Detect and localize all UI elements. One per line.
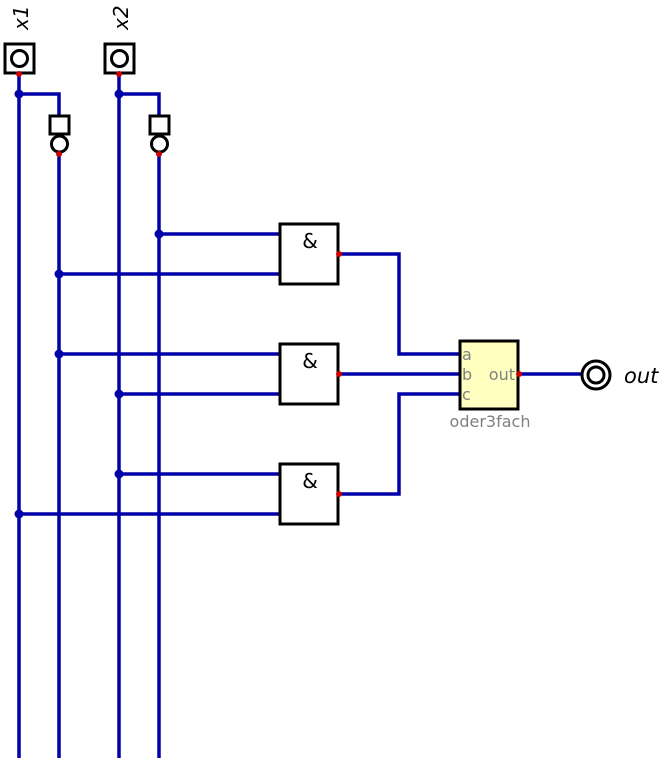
- subcircuit-name: oder3fach: [450, 412, 531, 431]
- output-outer-ring[interactable]: [580, 359, 612, 391]
- inverter-out-pin: [156, 151, 162, 157]
- subcircuit-pin-c-label: c: [462, 385, 471, 404]
- subcircuit-pin-out-label: out: [489, 365, 515, 384]
- and-gate-body[interactable]: [278, 342, 340, 406]
- and-gate-symbol: &: [302, 469, 318, 493]
- junction-dot: [114, 89, 124, 99]
- inverter-body: [148, 114, 171, 136]
- junction-dot: [14, 89, 24, 99]
- inverter-body: [48, 114, 71, 136]
- junction-dot: [114, 469, 124, 479]
- subcircuit-pin-b-label: b: [462, 365, 472, 384]
- junctions: [14, 89, 164, 519]
- wires: [17, 74, 583, 758]
- subcircuit-oder3fach[interactable]: a b c out oder3fach: [450, 339, 531, 431]
- and-gate-1[interactable]: &: [278, 222, 342, 286]
- wire-x2-to-inverter[interactable]: [119, 92, 161, 116]
- and-gate-2[interactable]: &: [278, 342, 342, 406]
- output-label: out: [624, 364, 659, 388]
- input-x2-box[interactable]: [103, 42, 136, 75]
- and-gate-out-pin: [336, 251, 342, 257]
- wire-gate1-to-a[interactable]: [339, 252, 460, 356]
- junction-dot: [114, 389, 124, 399]
- junction-dot: [14, 509, 24, 519]
- input-x2-ring: [110, 49, 129, 68]
- and-gate-3[interactable]: &: [278, 462, 342, 526]
- input-x1-box[interactable]: [3, 42, 36, 75]
- and-gate-body[interactable]: [278, 222, 340, 286]
- and-gate-out-pin: [336, 491, 342, 497]
- wire-gate3-to-c[interactable]: [339, 392, 460, 496]
- junction-dot: [54, 269, 64, 279]
- subcircuit-out-pin: [516, 371, 522, 377]
- input-x1-ring: [10, 49, 29, 68]
- subcircuit-pin-a-label: a: [462, 345, 472, 364]
- input-x1-pin: [16, 71, 22, 77]
- output-inner-ring: [586, 365, 606, 385]
- inverter-out-pin: [56, 151, 62, 157]
- and-gate-symbol: &: [302, 229, 318, 253]
- and-gate-body[interactable]: [278, 462, 340, 526]
- inverter-bubble: [150, 134, 169, 154]
- junction-dot: [54, 349, 64, 359]
- subcircuit-body[interactable]: [458, 339, 520, 411]
- input-x2[interactable]: x2: [103, 5, 136, 77]
- wire-x1-to-inverter[interactable]: [19, 92, 61, 116]
- input-x1-label: x1: [9, 5, 33, 31]
- and-gate-symbol: &: [302, 349, 318, 373]
- input-x1[interactable]: x1: [3, 5, 36, 77]
- inverter-x2[interactable]: [148, 114, 171, 157]
- input-x2-pin: [116, 71, 122, 77]
- inverter-x1[interactable]: [48, 114, 71, 157]
- input-x2-label: x2: [109, 5, 133, 31]
- and-gate-out-pin: [336, 371, 342, 377]
- output-out[interactable]: out: [580, 359, 659, 391]
- junction-dot: [154, 229, 164, 239]
- inverter-bubble: [50, 134, 69, 154]
